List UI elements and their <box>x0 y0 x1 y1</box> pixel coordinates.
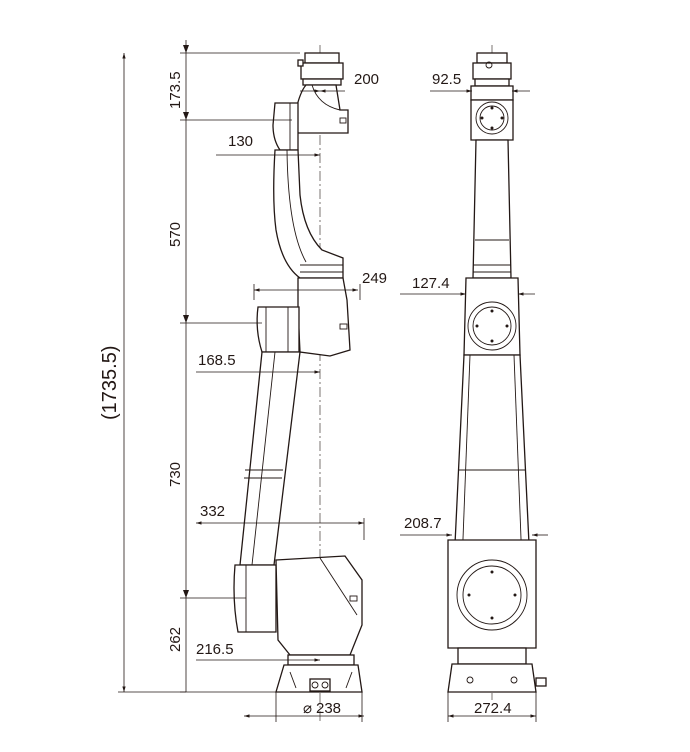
front-width-92-5: 92.5 <box>432 71 461 88</box>
shoulder-joint <box>233 555 363 656</box>
front-elbow <box>463 277 521 356</box>
total-height: (1735.5) <box>99 346 121 421</box>
side-height-730: 730 <box>167 462 184 487</box>
base-diameter-symbol: ⌀ <box>303 700 312 717</box>
front-wrist <box>470 99 514 141</box>
wrist-joint <box>272 84 349 151</box>
front-width-272-4: 272.4 <box>474 700 512 717</box>
front-upper-arm <box>453 354 531 566</box>
side-height-173-5: 173.5 <box>167 71 184 109</box>
front-forearm <box>472 139 512 279</box>
side-height-570: 570 <box>167 222 184 247</box>
front-tool-flange <box>470 52 514 101</box>
side-width-216-5: 216.5 <box>196 641 234 658</box>
side-width-332: 332 <box>200 503 225 520</box>
upper-arm-link <box>239 351 301 566</box>
base-diameter-value: 238 <box>316 700 341 717</box>
side-width-200: 200 <box>354 71 379 88</box>
front-view: 92.5 127.4 208.7 272.4 <box>400 45 548 722</box>
side-height-262: 262 <box>167 627 184 652</box>
side-view: 200 130 249 168.5 332 216.5 ⌀ 238 173.5 … <box>99 40 387 722</box>
side-width-249: 249 <box>362 270 387 287</box>
front-width-127-4: 127.4 <box>412 275 450 292</box>
robot-base <box>275 654 363 693</box>
forearm-link <box>273 149 344 279</box>
tool-flange <box>297 52 344 86</box>
front-width-208-7: 208.7 <box>404 515 442 532</box>
side-width-130: 130 <box>228 133 253 150</box>
side-width-168-5: 168.5 <box>198 352 236 369</box>
front-shoulder <box>447 539 547 693</box>
